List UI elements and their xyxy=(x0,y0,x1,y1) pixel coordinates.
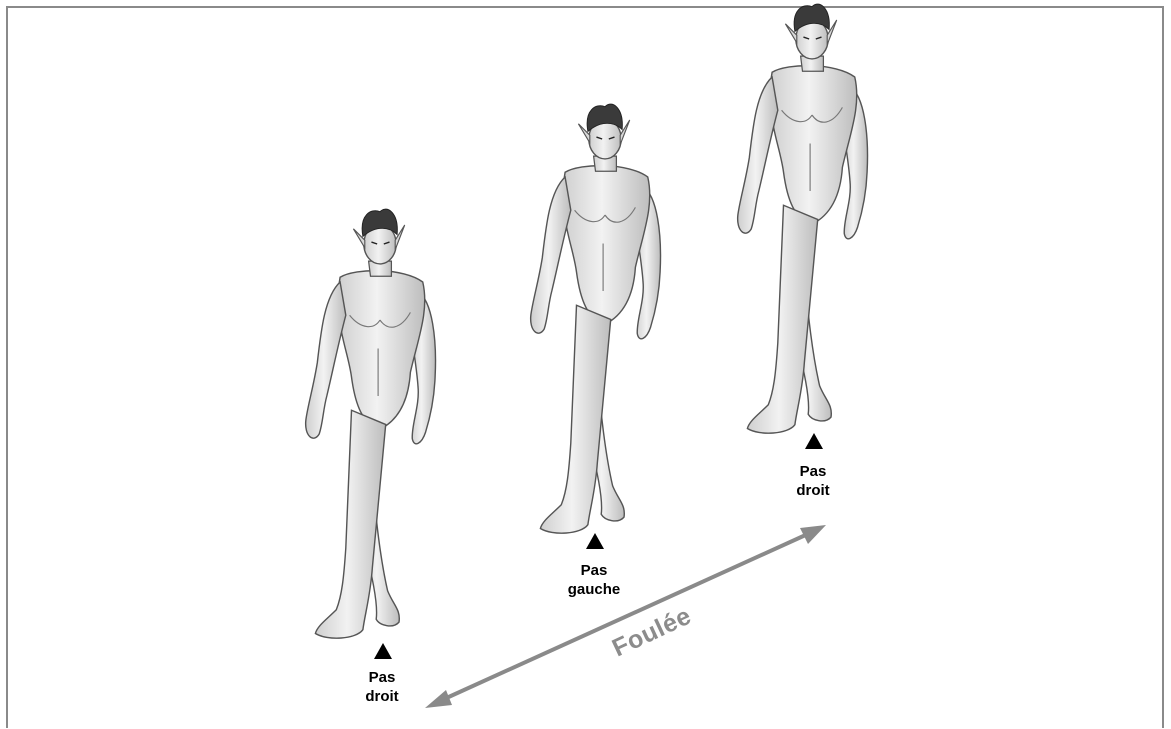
step-label-2-line2: gauche xyxy=(549,580,639,599)
step-label-3-line2: droit xyxy=(768,481,858,500)
walking-figure-icon xyxy=(738,4,868,433)
step-marker-3 xyxy=(805,433,823,449)
step-marker-1 xyxy=(374,643,392,659)
step-label-1-line2: droit xyxy=(337,687,427,706)
step-label-3-line1: Pas xyxy=(768,462,858,481)
step-label-1-line1: Pas xyxy=(337,668,427,687)
walking-figure-icon xyxy=(531,104,661,533)
stride-arrow xyxy=(425,525,826,708)
step-label-2: Pas gauche xyxy=(549,561,639,599)
walking-figure-icon xyxy=(306,209,436,638)
step-label-3: Pas droit xyxy=(768,462,858,500)
step-marker-2 xyxy=(586,533,604,549)
step-label-2-line1: Pas xyxy=(549,561,639,580)
step-label-1: Pas droit xyxy=(337,668,427,706)
